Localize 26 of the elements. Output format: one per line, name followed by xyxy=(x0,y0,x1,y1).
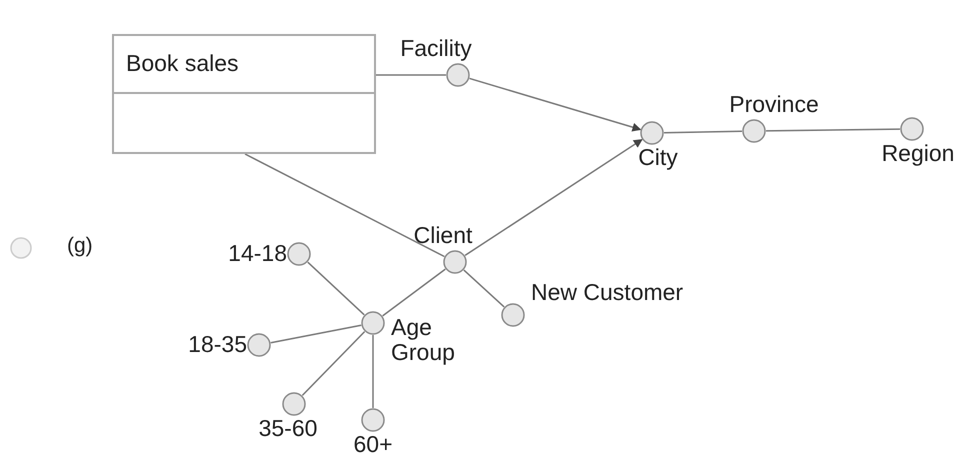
fact-name: Book sales xyxy=(114,36,374,94)
arrow xyxy=(464,138,643,256)
attribute-label: 18-35 xyxy=(188,332,247,358)
connector-line xyxy=(382,268,446,316)
connector-line xyxy=(372,335,374,408)
connector-line xyxy=(376,74,446,76)
connector-line xyxy=(302,331,366,396)
attribute-label: 60+ xyxy=(354,432,393,458)
connector-line xyxy=(244,153,445,258)
attribute-label: New Customer xyxy=(531,280,684,306)
attribute-label: 35-60 xyxy=(258,416,318,442)
attribute-label: Age Group xyxy=(391,315,456,366)
attribute-label: City xyxy=(638,145,678,170)
connector-line xyxy=(766,128,900,132)
arrow xyxy=(469,78,642,132)
connector-line xyxy=(463,270,505,308)
connector-line xyxy=(307,262,365,316)
attribute-label: Region xyxy=(882,141,954,166)
attribute-label: Client xyxy=(414,222,472,248)
option-label: (g) xyxy=(67,234,93,258)
attribute-label: 14-18 xyxy=(228,241,287,267)
connector-line xyxy=(664,130,742,134)
fact-box xyxy=(112,34,376,154)
attribute-label: Facility xyxy=(400,36,472,61)
attribute-label: Province xyxy=(729,92,819,117)
connector-line xyxy=(270,324,362,344)
